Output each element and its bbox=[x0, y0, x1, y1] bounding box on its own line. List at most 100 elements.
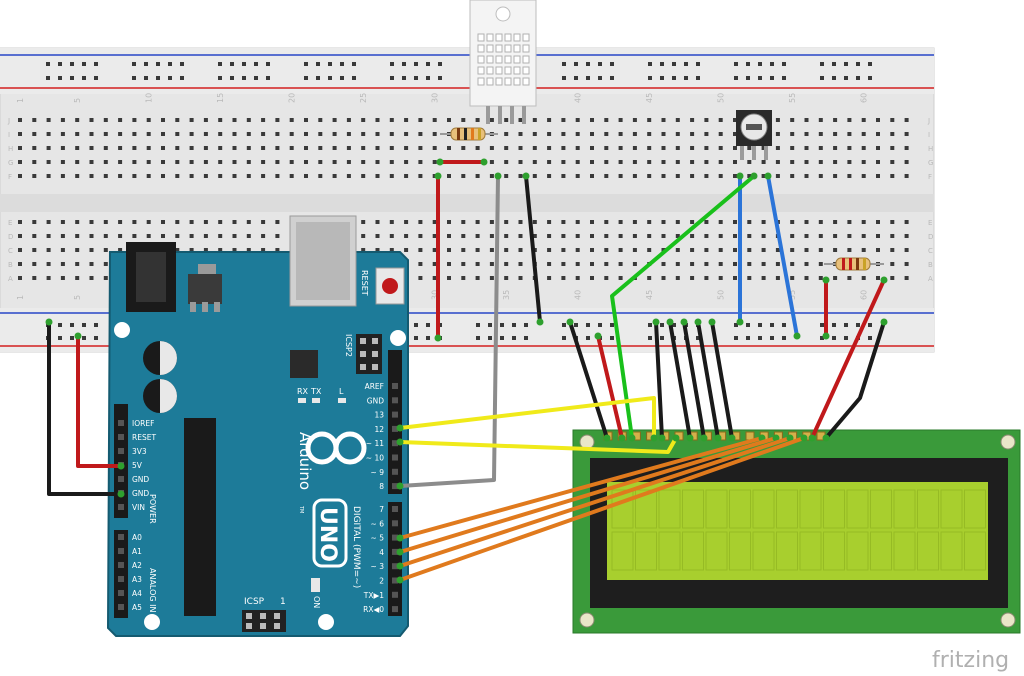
rail-hole bbox=[586, 336, 590, 340]
rail-hole bbox=[328, 76, 332, 80]
terminal-hole bbox=[318, 146, 323, 150]
terminal-hole bbox=[632, 160, 637, 164]
lcd-character-cell bbox=[940, 531, 963, 571]
sensor-data-wire bbox=[398, 174, 500, 488]
rail-hole bbox=[758, 336, 762, 340]
rail-hole bbox=[820, 323, 824, 327]
terminal-hole bbox=[75, 234, 80, 238]
analog-pin bbox=[118, 590, 124, 596]
terminal-hole bbox=[833, 174, 838, 178]
terminal-hole bbox=[375, 132, 380, 136]
terminal-hole bbox=[404, 118, 409, 122]
terminal-hole bbox=[246, 118, 251, 122]
d5-wire bbox=[398, 436, 778, 554]
terminal-hole bbox=[575, 220, 580, 224]
terminal-hole bbox=[161, 220, 165, 224]
terminal-hole bbox=[418, 248, 423, 252]
column-number-top: 55 bbox=[788, 93, 797, 103]
wire-endpoint bbox=[480, 158, 488, 166]
terminal-hole bbox=[904, 160, 909, 164]
wire-endpoint bbox=[45, 318, 53, 326]
terminal-hole bbox=[46, 276, 51, 280]
terminal-hole bbox=[46, 262, 51, 266]
terminal-hole bbox=[504, 262, 509, 266]
terminal-hole bbox=[690, 248, 695, 252]
terminal-hole bbox=[246, 248, 251, 252]
dht-sensor bbox=[469, 0, 537, 124]
terminal-hole bbox=[690, 220, 695, 224]
wire-endpoint bbox=[666, 318, 674, 326]
lcd-character-cell bbox=[729, 531, 751, 571]
terminal-hole bbox=[332, 160, 337, 164]
terminal-hole bbox=[175, 132, 180, 136]
wire-endpoint bbox=[603, 434, 611, 442]
terminal-hole bbox=[532, 132, 537, 136]
rail-hole bbox=[426, 336, 430, 340]
power-header bbox=[114, 404, 128, 518]
terminal-hole bbox=[647, 220, 652, 224]
terminal-hole bbox=[32, 234, 37, 238]
lcd-character-cell bbox=[893, 531, 916, 571]
wire-endpoint bbox=[672, 434, 680, 442]
power-pin-label: 3V3 bbox=[132, 447, 147, 456]
terminal-hole bbox=[75, 132, 80, 136]
rail-hole bbox=[746, 76, 750, 80]
rail-hole bbox=[180, 76, 184, 80]
terminal-hole bbox=[690, 262, 695, 266]
terminal-hole bbox=[32, 146, 37, 150]
voltage-regulator bbox=[188, 274, 222, 304]
terminal-hole bbox=[489, 234, 494, 238]
sensor-vent bbox=[504, 55, 512, 64]
terminal-hole bbox=[647, 234, 652, 238]
icsp2-header: ICSP2 bbox=[344, 334, 382, 374]
wire-endpoint bbox=[822, 276, 830, 284]
terminal-hole bbox=[532, 234, 537, 238]
rail-hole bbox=[94, 62, 98, 66]
terminal-hole bbox=[904, 132, 909, 136]
l-led bbox=[338, 398, 346, 403]
terminal-hole bbox=[747, 160, 752, 164]
analog-pin-label: A4 bbox=[132, 589, 142, 598]
terminal-hole bbox=[618, 174, 623, 178]
terminal-hole bbox=[547, 262, 552, 266]
row-letter: J bbox=[7, 117, 10, 125]
lcd-character-cell bbox=[635, 489, 657, 529]
digital-pin bbox=[392, 577, 398, 584]
terminal-hole bbox=[461, 248, 466, 252]
rail-hole bbox=[438, 62, 442, 66]
rail-hole bbox=[254, 62, 258, 66]
terminal-hole bbox=[361, 146, 366, 150]
rail-hole bbox=[782, 76, 786, 80]
row-letter: B bbox=[928, 261, 933, 269]
row-letter: D bbox=[8, 233, 13, 241]
rail-hole bbox=[82, 323, 86, 327]
rail-hole bbox=[476, 323, 480, 327]
terminal-hole bbox=[189, 174, 194, 178]
terminal-hole bbox=[804, 276, 809, 280]
terminal-hole bbox=[32, 118, 37, 122]
backlight-resistor bbox=[824, 257, 884, 271]
rail-hole bbox=[70, 62, 74, 66]
digital-header-top bbox=[388, 350, 402, 494]
terminal-hole bbox=[876, 174, 880, 178]
analog-pin-label: A1 bbox=[132, 547, 142, 556]
terminal-hole bbox=[46, 132, 51, 136]
terminal-hole bbox=[60, 220, 65, 224]
terminal-hole bbox=[218, 160, 223, 164]
terminal-hole bbox=[32, 276, 37, 280]
icsp-pin-one-label: 1 bbox=[280, 597, 286, 607]
terminal-hole bbox=[690, 132, 695, 136]
lcd-d1-wire bbox=[682, 320, 706, 440]
terminal-hole bbox=[504, 220, 509, 224]
terminal-hole bbox=[518, 118, 523, 122]
terminal-hole bbox=[761, 262, 766, 266]
rail-hole bbox=[586, 62, 590, 66]
mounting-hole bbox=[144, 614, 160, 630]
terminal-hole bbox=[175, 160, 180, 164]
terminal-hole bbox=[261, 132, 266, 136]
terminal-hole bbox=[189, 146, 194, 150]
terminal-hole bbox=[304, 132, 308, 136]
digital-pin-label: ~ 11 bbox=[366, 439, 384, 448]
terminal-hole bbox=[690, 118, 695, 122]
